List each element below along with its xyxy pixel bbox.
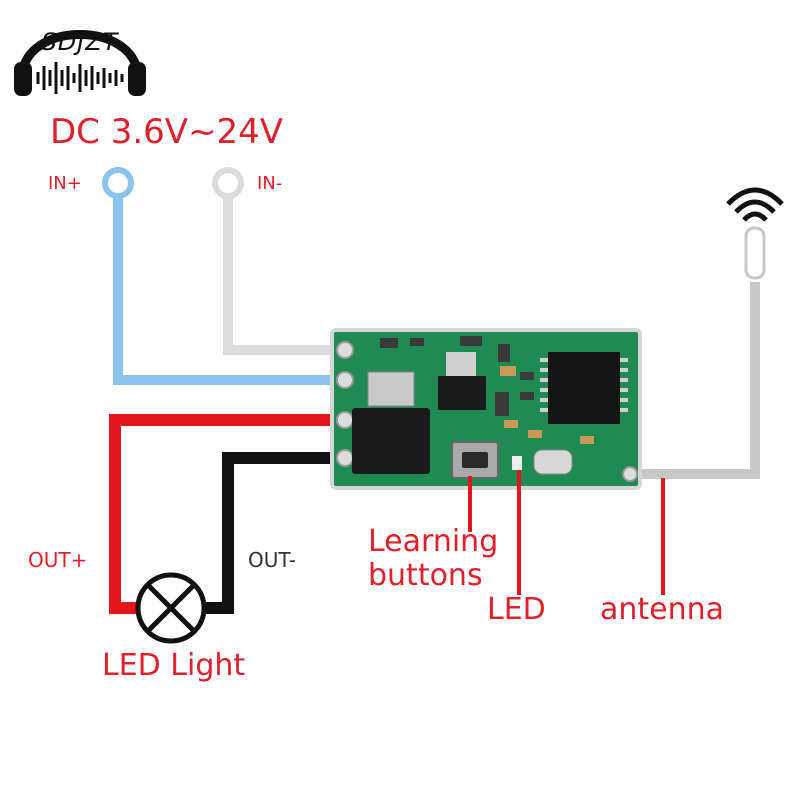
terminal-in-minus [212, 167, 244, 199]
wire-in-plus [113, 198, 345, 385]
callout-lines [468, 470, 665, 595]
in-minus-label: IN- [257, 173, 283, 194]
headphones-logo-icon [14, 30, 146, 96]
in-plus-label: IN+ [48, 173, 82, 194]
brand-logo-text: SDJZT [41, 28, 119, 56]
learning-buttons-label-line1: Learning [368, 524, 499, 559]
wires [102, 167, 760, 614]
wire-out-plus [109, 414, 345, 614]
antenna-label: antenna [600, 592, 725, 627]
out-plus-label: OUT+ [28, 548, 88, 572]
terminal-in-plus [102, 167, 134, 199]
power-title: DC 3.6V~24V [50, 112, 284, 152]
wire-in-minus [223, 198, 345, 355]
learning-buttons-label-line2: buttons [368, 558, 483, 593]
led-light-symbol [135, 572, 207, 644]
antenna-icon [726, 187, 784, 280]
led-label: LED [487, 592, 546, 627]
receiver-pcb [330, 328, 642, 490]
out-minus-label: OUT- [248, 548, 296, 572]
led-light-label: LED Light [102, 648, 246, 683]
wire-out-minus [205, 452, 345, 614]
sound-wave-icon [36, 62, 124, 94]
antenna-wire [632, 282, 760, 479]
